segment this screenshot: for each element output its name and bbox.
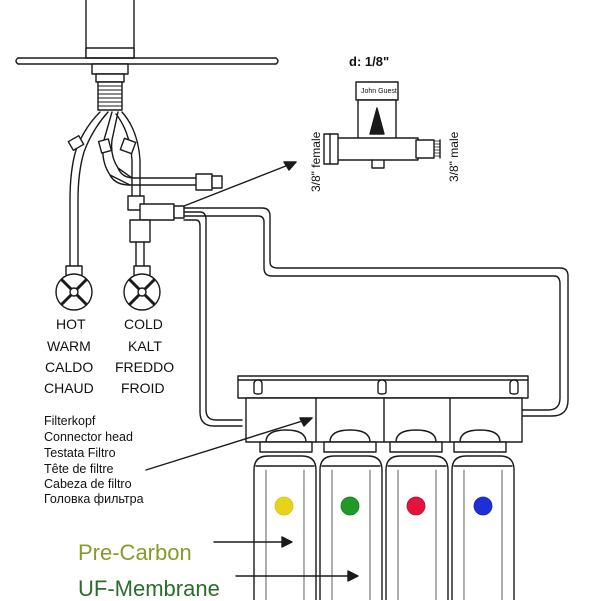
- filter-housings: [253, 455, 515, 600]
- hot-label-it: CALDO: [45, 359, 94, 375]
- cold-label-en: COLD: [124, 316, 163, 332]
- hot-label-fr: CHAUD: [44, 380, 94, 396]
- filter-head: [237, 375, 529, 453]
- hot-label-en: HOT: [56, 316, 86, 332]
- pointer-arrow-fitting: [183, 161, 297, 207]
- tee-adapter: [127, 195, 185, 271]
- stage-dot-yellow: [274, 496, 294, 516]
- faucet-assembly: [15, 0, 279, 111]
- fitting-male-label: 3/8" male: [447, 131, 461, 182]
- pointer-arrow-precarbon: [213, 536, 293, 548]
- stage-dot-green: [340, 496, 360, 516]
- hot-label-de: WARM: [47, 338, 91, 354]
- cold-valve: [123, 265, 161, 311]
- pointer-arrow-uf: [235, 570, 359, 582]
- fitting-female-label: 3/8" female: [309, 131, 323, 192]
- stage-dot-red: [406, 496, 426, 516]
- head-label-fr: Tête de filtre: [44, 462, 114, 476]
- fitting-diameter-label: d: 1/8": [349, 54, 389, 69]
- stage-label-precarbon: Pre-Carbon: [78, 540, 192, 565]
- hot-valve: [55, 265, 93, 311]
- cold-label-it: FREDDO: [115, 359, 175, 375]
- head-label-ru: Головка фильтра: [44, 492, 144, 506]
- pointer-arrow-head: [145, 417, 313, 471]
- head-label-it: Testata Filtro: [44, 446, 116, 460]
- feed-tube: [183, 207, 569, 427]
- faucet-hoses: [67, 111, 223, 269]
- head-label-en: Connector head: [44, 430, 133, 444]
- stage-dot-blue: [473, 496, 493, 516]
- fitting-brand-label: John Guest: [361, 88, 397, 95]
- john-guest-fitting: [323, 81, 441, 169]
- cold-label-de: KALT: [128, 338, 162, 354]
- head-label-de: Filterkopf: [44, 414, 96, 428]
- stage-label-uf-membrane: UF-Membrane: [78, 576, 220, 601]
- cold-label-fr: FROID: [121, 380, 165, 396]
- head-label-es: Cabeza de filtro: [44, 477, 132, 491]
